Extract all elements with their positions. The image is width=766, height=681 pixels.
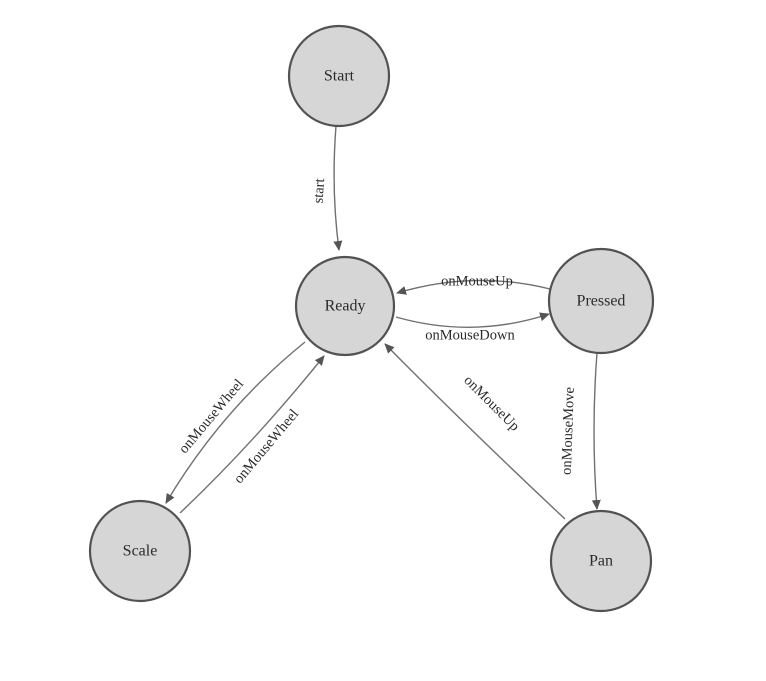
- state-node-label-pressed: Pressed: [577, 293, 626, 310]
- state-node-circle-ready[interactable]: [294, 255, 396, 357]
- state-node-circle-scale[interactable]: [88, 499, 192, 603]
- edge-line-pressed-to-ready: [396, 279, 551, 295]
- state-node-label-scale: Scale: [123, 543, 158, 560]
- state-node-label-pan: Pan: [589, 553, 613, 570]
- edge-line-pan-to-ready: [384, 343, 566, 520]
- edge-label-pan-to-ready: onMouseUp: [460, 373, 522, 435]
- edge-line-scale-to-ready: [179, 355, 325, 514]
- edge-line-ready-to-scale: [165, 341, 306, 504]
- state-node-start[interactable]: Start: [287, 24, 391, 128]
- edge-line-pressed-to-pan: [591, 352, 601, 510]
- edge-label-ready-to-scale: onMouseWheel: [176, 376, 247, 457]
- state-node-label-start: Start: [324, 68, 355, 85]
- state-node-pressed[interactable]: Pressed: [547, 247, 655, 355]
- edge-label-start-to-ready: start: [310, 178, 328, 204]
- state-node-circle-start[interactable]: [287, 24, 391, 128]
- state-node-label-ready: Ready: [325, 298, 366, 315]
- edge-label-scale-to-ready: onMouseWheel: [231, 406, 302, 487]
- edge-label-pressed-to-ready: onMouseUp: [441, 273, 513, 289]
- state-node-circle-pressed[interactable]: [547, 247, 655, 355]
- edge-pressed-to-pan: onMouseMove: [559, 352, 601, 510]
- edge-label-pressed-to-pan: onMouseMove: [559, 387, 578, 475]
- edge-line-ready-to-pressed: [395, 312, 550, 328]
- state-node-ready[interactable]: Ready: [294, 255, 396, 357]
- edge-ready-to-pressed: onMouseDown: [395, 312, 550, 343]
- state-node-pan[interactable]: Pan: [549, 509, 653, 613]
- edge-line-start-to-ready: [333, 125, 343, 251]
- edge-pan-to-ready: onMouseUp: [384, 343, 566, 520]
- edge-pressed-to-ready: onMouseUp: [396, 273, 551, 295]
- edge-label-ready-to-pressed: onMouseDown: [425, 327, 515, 343]
- edge-start-to-ready: start: [310, 125, 343, 251]
- state-node-scale[interactable]: Scale: [88, 499, 192, 603]
- state-node-circle-pan[interactable]: [549, 509, 653, 613]
